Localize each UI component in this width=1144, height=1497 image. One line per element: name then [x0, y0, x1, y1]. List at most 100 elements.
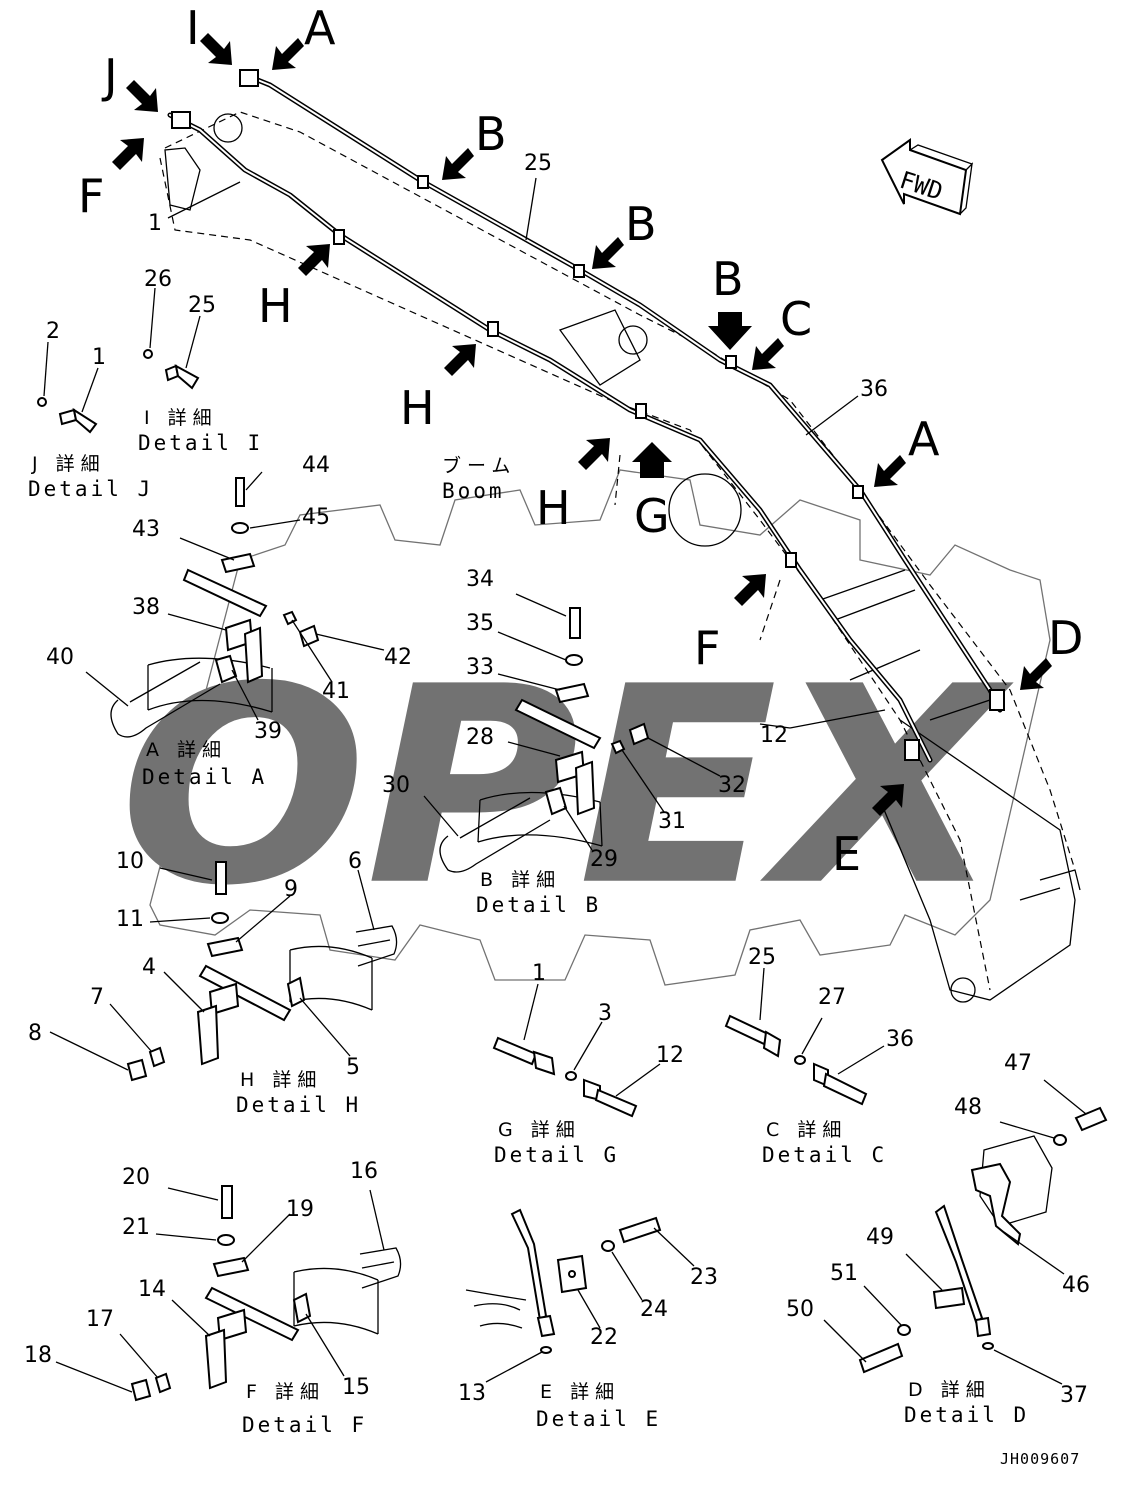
callout-50: 50 [786, 1297, 814, 1322]
boom-label-en: Boom [442, 479, 505, 503]
view-letter-C: C [780, 292, 812, 346]
callout-46: 46 [1062, 1273, 1090, 1298]
detail-C-caption: Detail C [762, 1143, 887, 1167]
view-arrow-J [126, 80, 158, 112]
detail-D-caption: Detail D [904, 1403, 1029, 1427]
view-letter-E: E [832, 827, 861, 881]
callout-30: 30 [382, 773, 410, 798]
callout-32: 32 [718, 773, 746, 798]
callout-25-main: 25 [524, 151, 552, 176]
view-arrow-A-top [272, 38, 304, 70]
detail-J-caption: Detail J [28, 477, 153, 501]
boom-outline [159, 111, 1081, 1003]
detail-F-letter: F [246, 1381, 263, 1403]
fwd-arrow-icon: FWD [880, 138, 974, 216]
detail-B-jp: 詳細 [511, 869, 561, 891]
view-arrow-H2 [444, 344, 476, 376]
view-arrow-B3 [708, 312, 752, 350]
detail-E-caption: Detail E [536, 1407, 661, 1431]
view-arrows [112, 33, 1052, 816]
callout-20: 20 [122, 1165, 150, 1190]
svg-text:A 詳細: A 詳細 [146, 739, 227, 761]
svg-text:C 詳細: C 詳細 [766, 1119, 847, 1141]
callout-16: 16 [350, 1159, 378, 1184]
detail-J: 2 1 J 詳細 Detail J [28, 319, 153, 501]
callout-39: 39 [254, 719, 282, 744]
view-letter-F-top: F [78, 169, 104, 223]
detail-B: 34 35 33 28 32 30 31 29 B 詳細 Detail B [382, 567, 746, 917]
callout-17: 17 [86, 1307, 114, 1332]
view-arrow-B2 [592, 237, 624, 269]
callout-34: 34 [466, 567, 494, 592]
callout-31: 31 [658, 809, 686, 834]
drawing-code: JH009607 [1000, 1450, 1080, 1468]
boom-label-jp: ブーム [442, 454, 516, 477]
detail-A-caption: Detail A [142, 765, 267, 789]
callout-4: 4 [142, 955, 156, 980]
svg-text:D 詳細: D 詳細 [908, 1379, 991, 1401]
detail-H-letter: H [240, 1069, 260, 1091]
callout-7: 7 [90, 985, 104, 1010]
view-letter-B3: B [712, 252, 744, 306]
callout-24: 24 [640, 1297, 668, 1322]
pipe-25-36 [242, 72, 1003, 713]
callout-11: 11 [116, 907, 144, 932]
detail-G-caption: Detail G [494, 1143, 619, 1167]
detail-J-letter: J [31, 453, 44, 475]
detail-H: 10 6 9 11 4 7 8 5 H 詳細 Detail H [28, 849, 398, 1117]
callout-15: 15 [342, 1375, 370, 1400]
detail-I: 26 25 I 詳細 Detail I [138, 267, 263, 455]
detail-G: 1 3 12 G 詳細 Detail G [492, 961, 684, 1167]
view-arrow-C [752, 338, 784, 370]
svg-text:F 詳細: F 詳細 [246, 1381, 325, 1403]
view-letter-B2: B [625, 197, 657, 251]
view-letter-H2: H [400, 381, 435, 435]
svg-text:E 詳細: E 詳細 [540, 1381, 620, 1403]
callout-28: 28 [466, 725, 494, 750]
callout-12-main: 12 [760, 723, 788, 748]
view-letter-D: D [1048, 611, 1083, 665]
callout-49: 49 [866, 1225, 894, 1250]
callout-12-detail-G: 12 [656, 1043, 684, 1068]
detail-B-caption: Detail B [476, 893, 601, 917]
callout-44: 44 [302, 453, 330, 478]
detail-F-jp: 詳細 [275, 1381, 325, 1403]
callout-51: 51 [830, 1261, 858, 1286]
detail-E-jp: 詳細 [570, 1381, 620, 1403]
view-letter-A-top: A [304, 1, 336, 55]
detail-A: 44 45 43 38 42 40 41 39 A 詳細 Detail A [46, 453, 412, 789]
detail-B-letter: B [480, 869, 499, 891]
pipe-clamps [171, 69, 1005, 761]
opex-watermark: OPEX [119, 469, 1051, 986]
view-arrow-B1 [442, 148, 474, 180]
callout-5: 5 [346, 1055, 360, 1080]
callout-2: 2 [46, 319, 60, 344]
detail-C-letter: C [766, 1119, 785, 1141]
callout-1-detail-J: 1 [92, 345, 106, 370]
view-letter-B1: B [475, 107, 507, 161]
callout-25-detail-I: 25 [188, 293, 216, 318]
detail-G-jp: 詳細 [531, 1119, 581, 1141]
detail-C: 25 27 36 C 詳細 Detail C [724, 945, 914, 1167]
detail-D-letter: D [908, 1379, 929, 1401]
callout-18: 18 [24, 1343, 52, 1368]
callout-37: 37 [1060, 1383, 1088, 1408]
callout-19: 19 [286, 1197, 314, 1222]
callout-9: 9 [284, 877, 298, 902]
callout-1-main: 1 [148, 211, 162, 236]
detail-D-jp: 詳細 [941, 1379, 991, 1401]
detail-E: 23 24 22 13 E 詳細 Detail E [458, 1208, 718, 1431]
callout-36-main: 36 [860, 377, 888, 402]
view-letter-G: G [634, 489, 670, 543]
callout-3: 3 [598, 1001, 612, 1026]
view-letter-H3: H [536, 481, 571, 535]
view-arrow-F-mid [734, 574, 766, 606]
detail-I-caption: Detail I [138, 431, 263, 455]
detail-G-letter: G [498, 1119, 519, 1141]
detail-A-letter: A [146, 739, 165, 761]
main-callouts: 1 25 36 12 [148, 151, 888, 748]
view-letter-J: J [101, 49, 118, 103]
detail-F: 20 16 19 21 14 17 18 15 F 詳細 Detail F [24, 1159, 402, 1437]
callout-27: 27 [818, 985, 846, 1010]
